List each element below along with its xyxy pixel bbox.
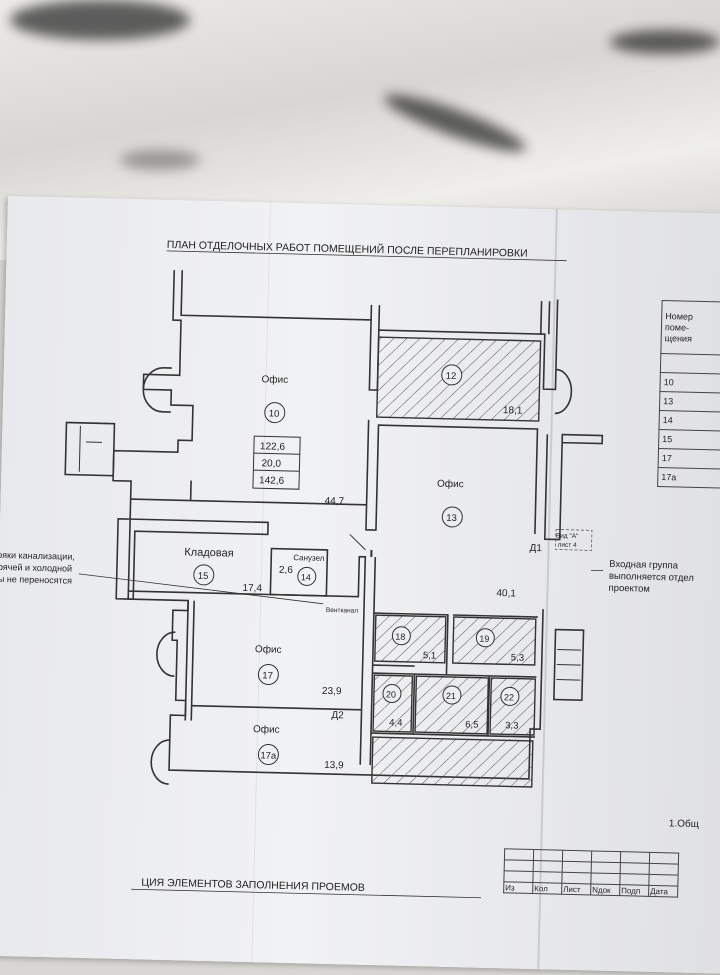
room-14-label: Санузел — [293, 553, 325, 563]
room-10-number: 10 — [269, 408, 280, 419]
room-17-label: Офис — [255, 643, 282, 656]
table-cell-num: 17 — [658, 448, 720, 469]
room-20-area: 4,4 — [389, 717, 402, 728]
room-14-area: 2,6 — [279, 565, 294, 576]
note-right-line-1: Входная группа — [609, 559, 679, 572]
room-20-number: 20 — [386, 689, 396, 699]
table-cell-num: 17а — [658, 467, 720, 488]
table-row: 17аС — [658, 467, 720, 489]
note-right-line-2: выполняется отдел — [609, 571, 694, 584]
general-note: 1.Общ — [669, 817, 699, 830]
room-22-number: 22 — [504, 692, 514, 702]
door-d1-label: Д1 — [529, 543, 542, 554]
table-cell-num: 15 — [659, 429, 720, 450]
room-19-number: 19 — [479, 634, 489, 644]
table-cell-num: 14 — [659, 410, 720, 431]
view-a-label: Вид "А" — [556, 532, 579, 540]
room-17a-area: 13,9 — [324, 760, 344, 771]
note-left: тояки канализации, орячей и холодной ды … — [0, 550, 324, 604]
room-13-number: 13 — [446, 513, 457, 524]
stamp-col-list: Лист — [562, 883, 591, 895]
stamp-col-podp: Подп — [620, 885, 649, 897]
room-table-header-line-2: поме- — [665, 322, 689, 333]
room-10-label: Офис — [261, 373, 288, 386]
room-10-area-3: 142,6 — [259, 475, 285, 487]
note-left-line-2: орячей и холодной — [0, 562, 72, 574]
stamp-col-iz: Из — [504, 882, 533, 894]
room-table-header-line-3: щения — [665, 333, 692, 344]
room-17-number: 17 — [262, 670, 273, 681]
room-12-area: 18,1 — [503, 405, 523, 416]
room-19-area: 5,3 — [511, 652, 524, 663]
room-18-area: 5,1 — [423, 650, 436, 661]
door-d2-label: Д2 — [331, 710, 344, 721]
title-block-stamp: Из Кол Лист Nдок Подп Дата — [503, 848, 679, 897]
room-15-area: 17,4 — [242, 583, 262, 594]
room-17-area: 23,9 — [322, 686, 342, 697]
corridor-area: 44,7 — [325, 496, 345, 507]
room-21-number: 21 — [446, 691, 456, 701]
room-table-header: Номер поме- щения — [661, 301, 720, 356]
room-10-area-2: 20,0 — [261, 458, 281, 469]
room-10-area-box: 122,6 20,0 142,6 — [253, 436, 300, 489]
bottom-hatch — [372, 737, 533, 787]
room-table-header-line-1: Номер — [665, 311, 693, 322]
room-17a-number: 17а — [260, 750, 277, 761]
room-15-label: Кладовая — [184, 546, 234, 559]
stamp-col-data: Дата — [649, 885, 678, 897]
table-cell-num: 13 — [659, 391, 720, 412]
room-13-area: 40,1 — [496, 588, 516, 599]
room-17a-label: Офис — [253, 723, 280, 736]
stamp-col-kol: Кол — [533, 883, 562, 895]
stamp-col-ndok: Nдок — [591, 884, 620, 896]
room-10-area-1: 122,6 — [260, 441, 286, 453]
note-left-line-3: ды не переносятся — [0, 574, 72, 586]
room-13-label: Офис — [437, 478, 464, 491]
room-15-number: 15 — [198, 571, 209, 582]
sheet-4-label: лист 4 — [558, 542, 578, 549]
plan-title: ПЛАН ОТДЕЛОЧНЫХ РАБОТ ПОМЕЩЕНИЙ ПОСЛЕ ПЕ… — [167, 238, 528, 260]
table-cell-num: 10 — [660, 372, 720, 393]
ventkanal-label: Вентканал — [326, 607, 358, 615]
note-right: Входная группа выполняется отдел проекто… — [608, 559, 694, 596]
note-left-line-1: тояки канализации, — [0, 550, 75, 562]
room-18-number: 18 — [395, 632, 405, 642]
room-21-area: 6,5 — [465, 719, 478, 730]
note-right-line-3: проектом — [608, 583, 650, 595]
bottom-title: ЦИЯ ЭЛЕМЕНТОВ ЗАПОЛНЕНИЯ ПРОЕМОВ — [141, 876, 365, 893]
room-14-number: 14 — [301, 572, 311, 582]
room-22-area: 3,3 — [505, 720, 518, 731]
floor-plan-sheet: ПЛАН ОТДЕЛОЧНЫХ РАБОТ ПОМЕЩЕНИЙ ПОСЛЕ ПЕ… — [0, 196, 720, 974]
room-table: Номер поме- щения 10О 13С 14С 15К 17С 17… — [657, 300, 720, 490]
view-a-callout: Вид "А" лист 4 — [555, 529, 604, 570]
room-12-number: 12 — [446, 371, 457, 382]
